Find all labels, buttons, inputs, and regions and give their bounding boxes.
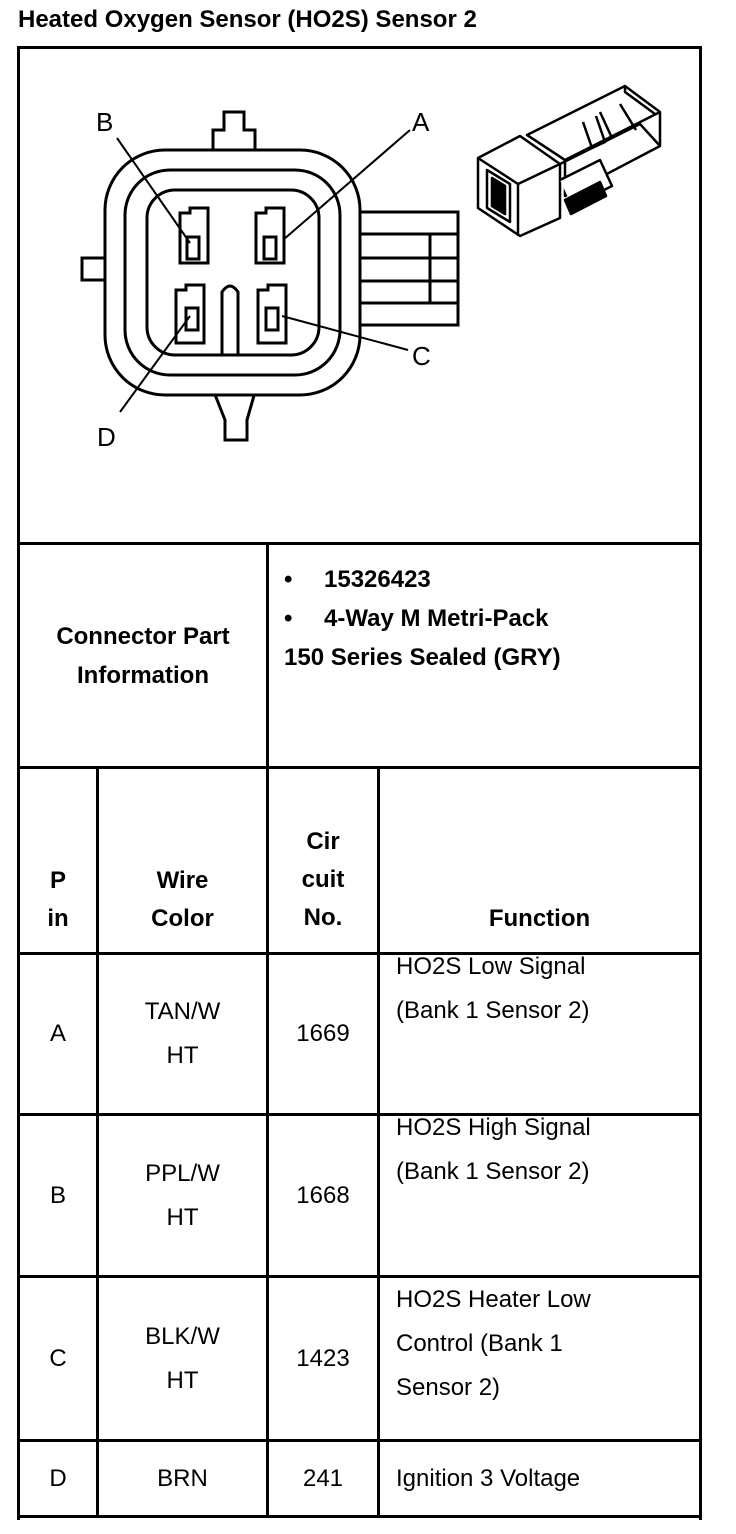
table-row-c-wire: BLK/W HT (99, 1278, 266, 1439)
table-row-d-circuit: 241 (302, 1464, 344, 1492)
header-circuit-line1: Cir (306, 828, 340, 855)
pin-label-b: B (96, 107, 113, 137)
leader-line-a (282, 129, 411, 241)
divider-row-c (17, 1439, 702, 1442)
terminal-c (256, 283, 288, 345)
connector-series: 150 Series Sealed (GRY) (284, 644, 561, 671)
wire-line: BLK/W (145, 1322, 220, 1350)
table-row-b-wire: PPL/W HT (99, 1116, 266, 1275)
header-function: Function (488, 905, 591, 932)
divider-header (17, 952, 702, 955)
header-circuit: Cir cuit No. (269, 823, 377, 937)
divider-row-b (17, 1275, 702, 1278)
table-row-d-function: Ignition 3 Voltage (396, 1464, 581, 1492)
table-row-a-wire: TAN/W HT (99, 955, 266, 1113)
connector-divider-slot (220, 284, 240, 354)
leader-line-c (281, 315, 409, 351)
header-circuit-line2: cuit (301, 866, 345, 893)
table-row-a-pin: A (49, 1020, 66, 1047)
divider-row-a (17, 1113, 702, 1116)
pin-label-d: D (97, 422, 116, 452)
wire-line: HT (166, 1203, 199, 1231)
connector-info-list: •15326423 •4-Way M Metri-Pack 150 Series… (284, 560, 561, 677)
header-circuit-line3: No. (303, 904, 343, 931)
divider-info-column (266, 542, 269, 766)
wire-line: PPL/W (145, 1159, 220, 1187)
function-line: Sensor 2) (396, 1374, 501, 1401)
function-line: HO2S Heater Low (396, 1286, 591, 1313)
connector-top-tab (211, 110, 257, 152)
table-row-a-circuit: 1669 (296, 1020, 350, 1047)
header-wire-color: Wire Color (99, 862, 266, 938)
pin-label-c: C (412, 341, 431, 371)
connector-table-frame (17, 46, 702, 1520)
divider-circuit-column (377, 766, 380, 1518)
divider-row-d (17, 1515, 702, 1518)
connector-type: 4-Way M Metri-Pack (324, 605, 549, 632)
header-pin-line1: P (49, 867, 66, 894)
connector-housing-inner (145, 188, 321, 357)
function-line: (Bank 1 Sensor 2) (396, 997, 590, 1024)
wire-line: HT (166, 1042, 199, 1069)
connector-info-item: •4-Way M Metri-Pack (284, 605, 549, 632)
terminal-d (174, 283, 206, 345)
connector-info-item: •15326423 (284, 566, 431, 593)
table-row-d-wire: BRN (157, 1464, 208, 1492)
divider-wire-column (266, 766, 269, 1518)
divider-info (17, 766, 702, 769)
function-line: HO2S High Signal (396, 1114, 591, 1141)
table-row-b-circuit: 1668 (296, 1181, 350, 1209)
function-line: HO2S Low Signal (396, 953, 586, 980)
page-title: Heated Oxygen Sensor (HO2S) Sensor 2 (18, 6, 477, 33)
leader-line-b (116, 137, 191, 244)
wire-line: HT (166, 1366, 199, 1394)
connector-info-label-line1: Connector Part (56, 622, 230, 650)
header-wire-line1: Wire (156, 867, 209, 894)
function-line: Control (Bank 1 (396, 1330, 563, 1357)
table-row-c-circuit: 1423 (296, 1344, 350, 1372)
connector-bottom-tab (211, 390, 257, 442)
divider-diagram (17, 542, 702, 545)
table-row-b-pin: B (49, 1181, 66, 1209)
function-line: (Bank 1 Sensor 2) (396, 1158, 590, 1185)
table-row-d-pin: D (49, 1464, 67, 1492)
pin-label-a: A (412, 107, 430, 137)
connector-info-label-line2: Information (77, 661, 209, 689)
leader-line-d (119, 315, 191, 413)
wire-line: TAN/W (144, 998, 221, 1025)
table-row-c-function: HO2S Heater Low Control (Bank 1 Sensor 2… (380, 1278, 699, 1439)
terminal-a (254, 206, 286, 265)
table-row-a-function: HO2S Low Signal (Bank 1 Sensor 2) (380, 945, 699, 1103)
connector-housing-mid (123, 168, 342, 377)
table-row-c-pin: C (49, 1344, 67, 1372)
table-row-b-function: HO2S High Signal (Bank 1 Sensor 2) (380, 1106, 699, 1265)
connector-info-label: Connector Part Information (20, 545, 266, 766)
header-pin: P in (20, 862, 96, 938)
divider-pin-column (96, 766, 99, 1518)
connector-right-latch (348, 210, 460, 327)
connector-part-number: 15326423 (324, 566, 431, 593)
header-pin-line2: in (47, 905, 69, 932)
connector-diagram: B A C D (80, 84, 662, 452)
header-wire-line2: Color (151, 905, 214, 932)
